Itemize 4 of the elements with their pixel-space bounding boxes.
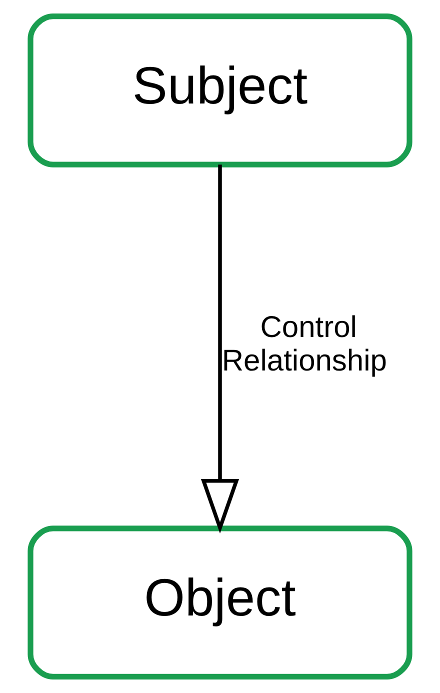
node-box: Subject	[28, 13, 412, 168]
node-box: Object	[28, 526, 412, 680]
arrow	[200, 164, 240, 534]
edge-label: Control Relationship	[222, 310, 387, 378]
